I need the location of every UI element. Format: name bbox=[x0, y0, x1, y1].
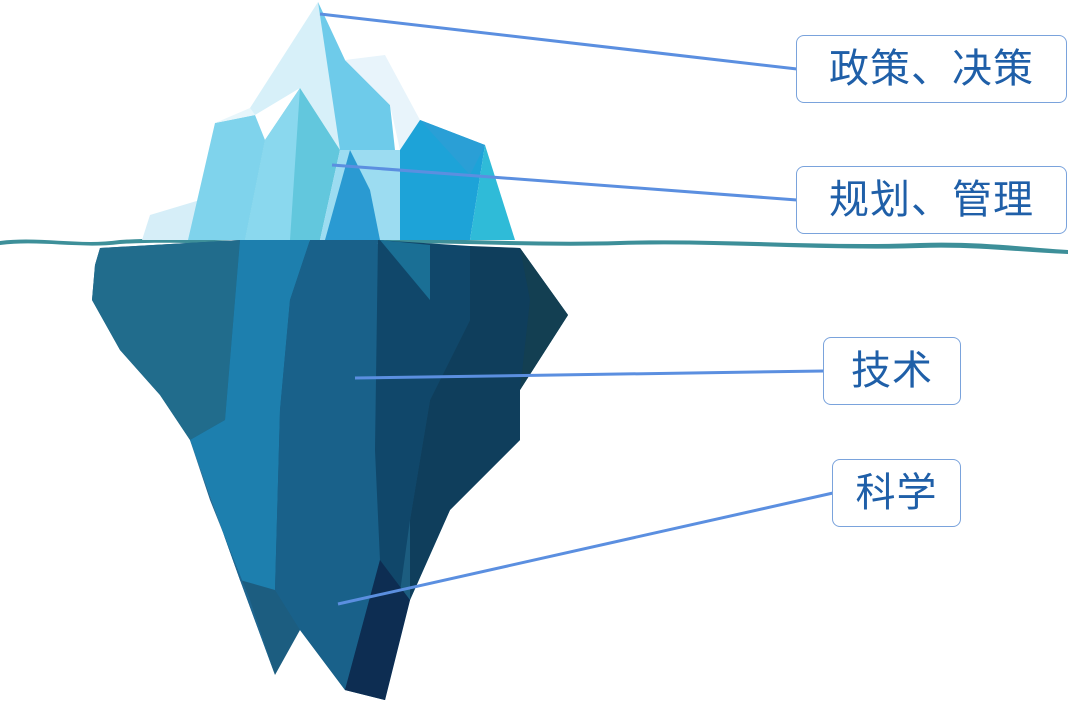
iceberg-tip bbox=[142, 2, 515, 240]
label-science-text: 科学 bbox=[855, 470, 938, 516]
label-technology-text: 技术 bbox=[851, 348, 933, 394]
connector-line-science bbox=[337, 491, 834, 606]
connector-line-technology bbox=[354, 369, 825, 380]
connector-lines bbox=[319, 12, 834, 606]
label-policy-decision: 政策、决策 bbox=[796, 35, 1067, 103]
label-science: 科学 bbox=[832, 459, 961, 527]
label-planning-management: 规划、管理 bbox=[796, 166, 1067, 234]
label-technology: 技术 bbox=[823, 337, 961, 405]
iceberg-underwater bbox=[92, 240, 568, 700]
connector-line-planning bbox=[331, 163, 798, 202]
label-planning-text: 规划、管理 bbox=[829, 177, 1034, 223]
connector-line-policy bbox=[319, 12, 798, 71]
label-policy-text: 政策、决策 bbox=[829, 46, 1034, 92]
